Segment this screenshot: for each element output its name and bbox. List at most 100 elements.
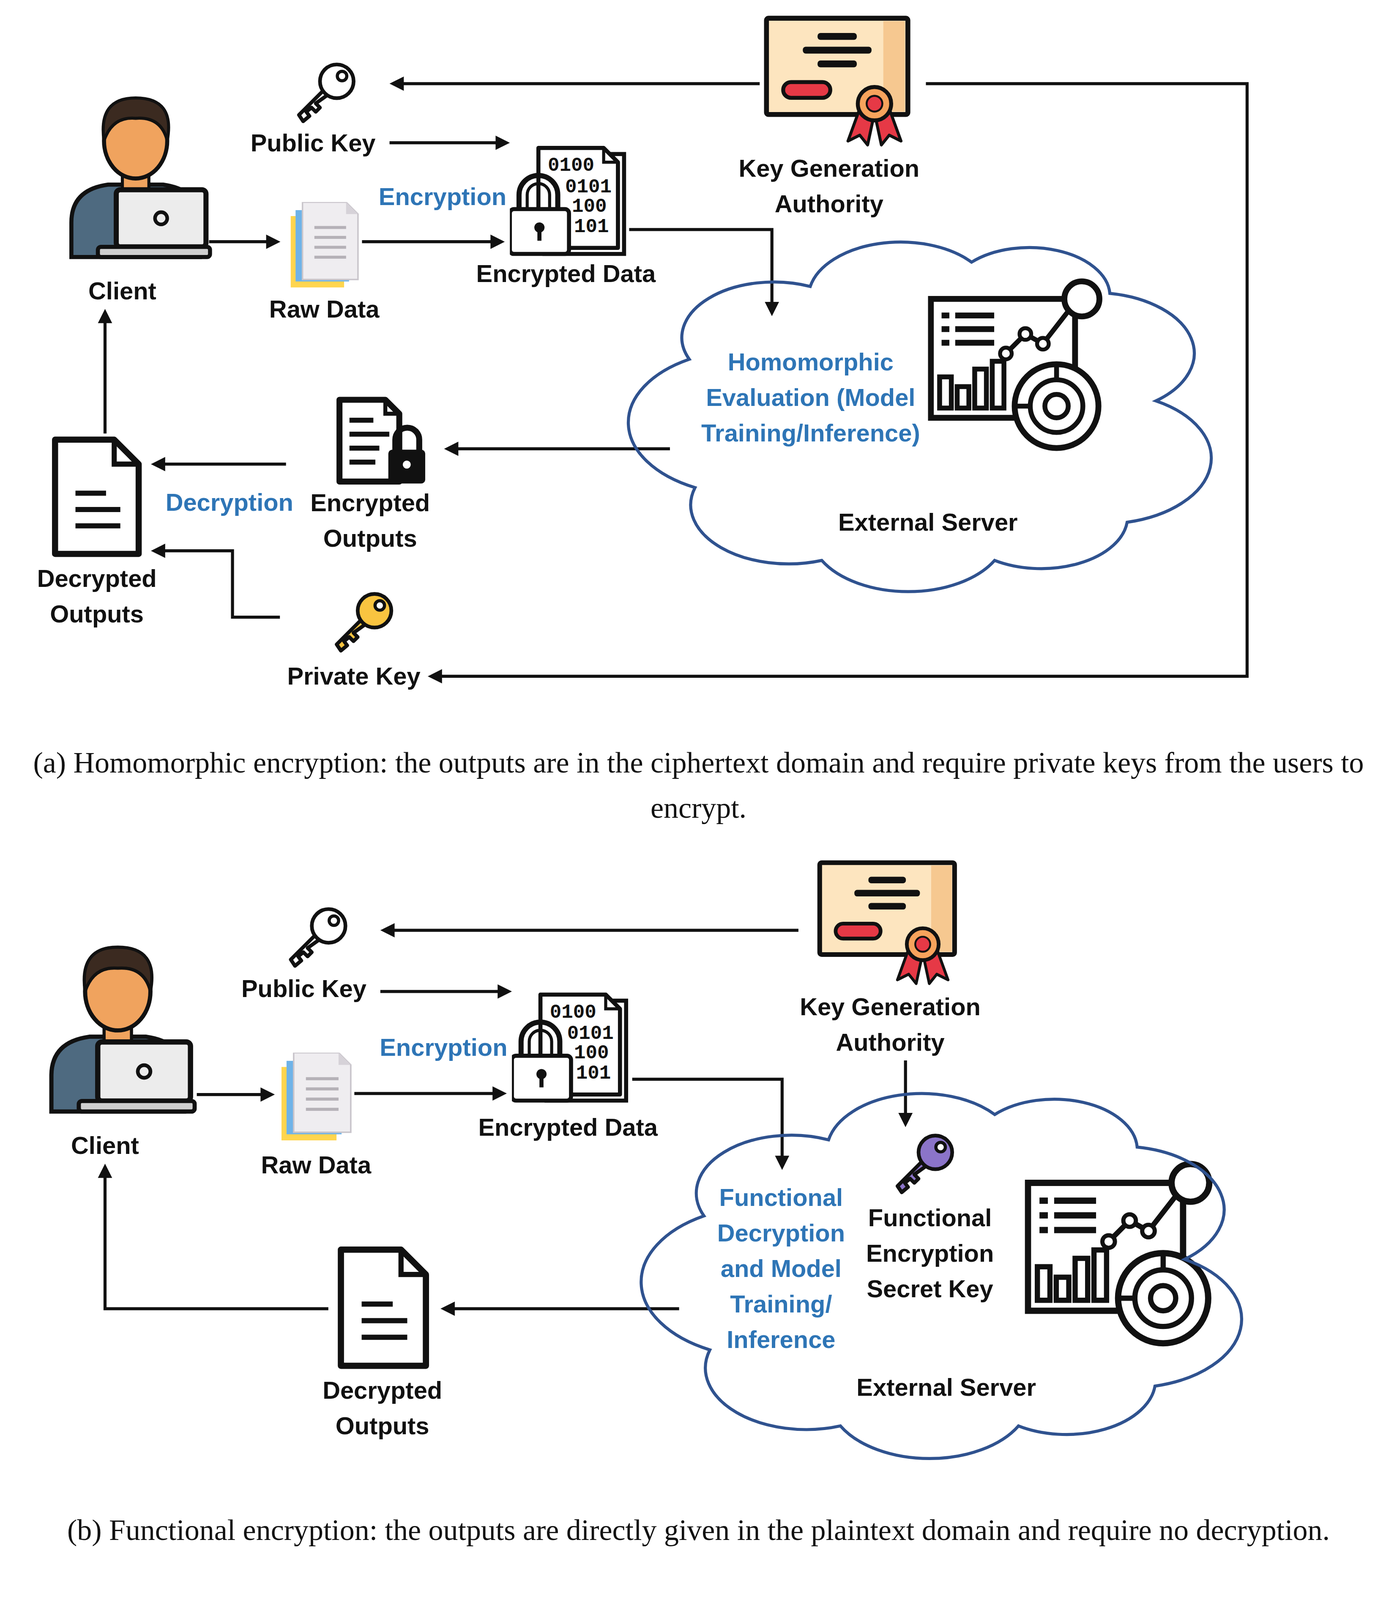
icon-node: Encrypted Outputs xyxy=(296,395,445,557)
figure-caption: (b) Functional encryption: the outputs a… xyxy=(30,1507,1367,1553)
arrow-head xyxy=(380,922,395,938)
node-label: Private Key xyxy=(279,658,428,695)
node-label: Public Key xyxy=(227,970,381,1007)
connector-arrow xyxy=(150,456,287,472)
arrow-head xyxy=(98,1163,113,1178)
connector-line xyxy=(402,82,760,85)
node-label: Functional Encryption Secret Key xyxy=(858,1200,1002,1307)
connector-line xyxy=(209,240,268,244)
connector-line xyxy=(196,1092,262,1096)
node-label: Encrypted Data xyxy=(465,1109,670,1146)
arrow-head xyxy=(150,543,166,558)
node-label: Raw Data xyxy=(257,291,391,328)
binary-digits: 101 xyxy=(576,1063,612,1084)
node-label: Encrypted Data xyxy=(464,256,668,292)
connector-arrow xyxy=(98,1163,329,1309)
server-label: External Server xyxy=(820,504,1036,541)
client-icon xyxy=(71,98,211,257)
public-key-icon xyxy=(290,908,346,966)
binary-digits: 0100 xyxy=(549,1003,597,1023)
client-icon xyxy=(51,946,195,1112)
arrow-head xyxy=(150,456,166,472)
connector-line xyxy=(904,1060,908,1114)
icon-node: Raw Data xyxy=(252,1050,381,1183)
node-label: Decrypted Outputs xyxy=(311,1372,454,1444)
connector-arrow xyxy=(98,308,113,434)
arrow-head xyxy=(444,441,459,457)
analytics-icon xyxy=(930,281,1100,448)
icon-node: Raw Data xyxy=(257,198,391,327)
connector-line xyxy=(453,1306,680,1310)
certificate-icon xyxy=(819,862,955,984)
edge-label: Encryption xyxy=(375,180,510,213)
node-label: Raw Data xyxy=(252,1147,381,1183)
edge-label: Decryption xyxy=(162,486,297,519)
connector-line xyxy=(103,322,107,434)
icon-node: Key Generation Authority xyxy=(721,12,937,222)
certificate-icon xyxy=(766,18,908,145)
icon-node: Client xyxy=(40,89,204,309)
icon-node: Private Key xyxy=(279,583,428,695)
arrow-head xyxy=(764,301,780,317)
binary-digits: 0101 xyxy=(565,177,612,198)
decrypted-output-icon xyxy=(54,439,139,554)
connector-arrow xyxy=(389,76,761,91)
private-key-icon xyxy=(336,593,391,651)
node-label: Decrypted Outputs xyxy=(25,560,169,632)
connector-arrow xyxy=(150,543,280,618)
connector-arrow xyxy=(196,1087,276,1102)
arrow-head xyxy=(774,1155,790,1170)
binary-digits: 0101 xyxy=(567,1024,614,1044)
connector-arrow xyxy=(389,135,511,151)
secret-key-icon xyxy=(897,1135,952,1192)
node-label: Client xyxy=(40,273,204,309)
connector-arrow xyxy=(209,234,281,249)
arrow-head xyxy=(389,76,405,91)
node-label: Key Generation Authority xyxy=(783,989,998,1061)
connector-line xyxy=(380,989,499,993)
node-label: Key Generation Authority xyxy=(721,150,937,222)
icon-node: Functional Encryption Secret Key xyxy=(858,1126,1002,1307)
binary-digits: 101 xyxy=(574,217,610,238)
encrypted-data-icon xyxy=(509,147,624,255)
connector-line xyxy=(361,240,492,244)
connector-arrow xyxy=(361,234,505,249)
arrow-head xyxy=(427,669,443,684)
connector-arrow xyxy=(440,1301,680,1316)
arrow-head xyxy=(898,1112,913,1127)
connector-line xyxy=(164,462,287,466)
icon-node: Decrypted Outputs xyxy=(25,433,169,632)
server-label: External Server xyxy=(839,1369,1054,1406)
node-label: Public Key xyxy=(236,125,390,162)
process-label: Homomorphic Evaluation (Model Training/I… xyxy=(688,344,933,452)
arrow-head xyxy=(497,984,512,999)
icon-node: Public Key xyxy=(236,56,390,162)
icon-node: Key Generation Authority xyxy=(783,856,998,1060)
cloud-shape xyxy=(628,241,1212,592)
arrow-head xyxy=(266,234,281,249)
cloud-node: Homomorphic Evaluation (Model Training/I… xyxy=(637,244,1214,592)
edge-label: Encryption xyxy=(376,1031,511,1064)
raw-data-icon xyxy=(290,202,359,288)
connector-line xyxy=(164,550,280,618)
connector-line xyxy=(389,141,497,145)
cloud-node: Functional Decryption and Model Training… xyxy=(650,1096,1244,1458)
connector-arrow xyxy=(427,83,1247,684)
connector-arrow xyxy=(380,984,512,999)
connector-line xyxy=(104,1176,329,1309)
binary-digits: 100 xyxy=(571,197,607,217)
cloud-outline xyxy=(637,244,1214,592)
public-key-icon xyxy=(298,64,354,122)
node-label: Client xyxy=(23,1127,187,1164)
node-label: Encrypted Outputs xyxy=(296,485,445,557)
connector-line xyxy=(393,928,799,932)
arrow-head xyxy=(98,308,113,323)
process-label: Functional Decryption and Model Training… xyxy=(704,1179,858,1358)
arrow-head xyxy=(490,234,505,249)
analytics-icon xyxy=(1027,1163,1210,1343)
figure-caption: (a) Homomorphic encryption: the outputs … xyxy=(30,740,1367,831)
encrypted-data-icon xyxy=(511,994,627,1101)
connector-line xyxy=(354,1091,494,1095)
